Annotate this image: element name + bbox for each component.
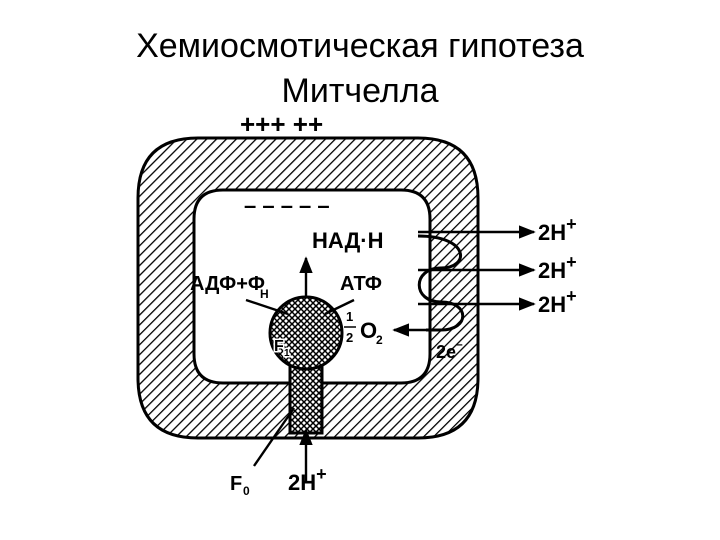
adp-pn-label: АДФ+Ф (190, 273, 265, 295)
f1-label: F (274, 338, 284, 355)
f0-pointer-line (253, 407, 295, 467)
f0-stalk (288, 361, 324, 435)
title-line-1: Хемиосмотическая гипотеза (136, 27, 584, 65)
proton-out-3-sup: + (566, 286, 577, 306)
electrons-superscript: – (456, 337, 463, 351)
oxygen-label: O (360, 318, 377, 343)
oxygen-subscript: 2 (376, 333, 383, 347)
f0-label: F (230, 473, 242, 495)
atp-label: АТФ (340, 273, 382, 295)
proton-out-2-text: 2H (538, 258, 566, 283)
inner-charge-label: – – – – – (244, 193, 330, 218)
adp-to-f1-line (245, 298, 289, 316)
nadh-label: НАД·Н (312, 228, 383, 253)
proton-in-text: 2H (288, 470, 316, 495)
f1-head (268, 295, 344, 371)
title-line-2: Митчелла (281, 72, 439, 110)
proton-in: 2H+ (288, 464, 327, 495)
membrane (136, 136, 480, 440)
f1-to-atp-line (324, 298, 355, 316)
slide-title: Хемиосмотическая гипотеза Митчелла (0, 24, 720, 114)
proton-out-2-sup: + (566, 252, 577, 272)
proton-out-1: 2H+ (538, 214, 577, 245)
outer-charge-label: +++ ++ (240, 109, 323, 139)
mitochondrion-diagram: +++ ++ – – – – – НАД·Н АДФ+Ф Н АТФ 1 2 O… (136, 109, 577, 498)
proton-out-1-text: 2H (538, 220, 566, 245)
atp-synthase (268, 295, 344, 435)
oxygen-frac-num: 1 (346, 309, 353, 324)
proton-in-sup: + (316, 464, 327, 484)
electrons-label: 2e (436, 342, 456, 362)
proton-out-1-sup: + (566, 214, 577, 234)
proton-out-3-text: 2H (538, 292, 566, 317)
pn-subscript: Н (260, 287, 269, 301)
proton-out-2: 2H+ (538, 252, 577, 283)
proton-out-3: 2H+ (538, 286, 577, 317)
oxygen-frac-den: 2 (346, 330, 353, 345)
f0-subscript: 0 (243, 484, 250, 498)
electron-transport-coil (417, 234, 465, 332)
reaction-arrows (245, 225, 536, 483)
f1-subscript: 1 (284, 348, 290, 359)
